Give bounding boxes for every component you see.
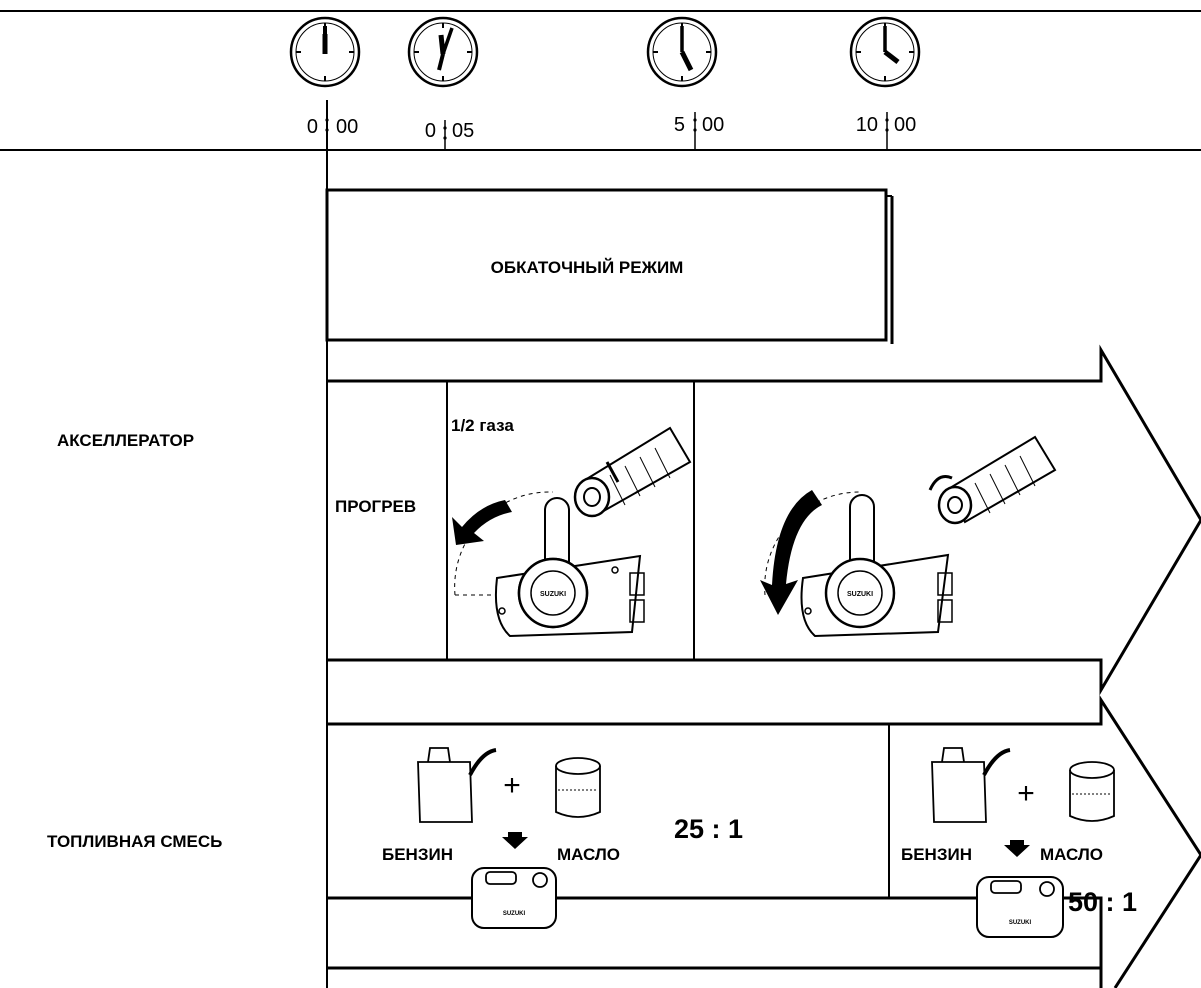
brand-mark: SUZUKI xyxy=(847,591,873,598)
throttle-row-label: АКСЕЛЛЕРАТОР xyxy=(57,431,194,450)
time-hour: 0 xyxy=(307,116,318,138)
time-minute: 00 xyxy=(702,114,724,136)
time-separator-dot xyxy=(693,118,697,122)
clock-icon xyxy=(646,16,718,88)
throttle-lever-illustration: SUZUKI xyxy=(760,435,1057,638)
oil-label: МАСЛО xyxy=(557,845,620,864)
clock-icon xyxy=(849,16,921,88)
time-minute: 00 xyxy=(894,114,916,136)
time-separator-dot xyxy=(693,128,697,132)
warmup-label: ПРОГРЕВ xyxy=(335,497,416,516)
petrol-label: БЕНЗИН xyxy=(382,845,453,864)
break-in-label: ОБКАТОЧНЫЙ РЕЖИМ xyxy=(491,258,684,277)
time-separator-dot xyxy=(885,128,889,132)
time-separator-dot xyxy=(325,118,329,122)
time-minute: 05 xyxy=(452,120,474,142)
time-minute: 00 xyxy=(336,116,358,138)
clock-icon xyxy=(289,16,361,88)
throttle-arrow xyxy=(327,344,1201,696)
time-marker: 0 00 xyxy=(307,112,358,150)
time-separator-dot xyxy=(325,128,329,132)
petrol-can-icon xyxy=(417,747,497,823)
oil-can-icon xyxy=(1069,761,1115,822)
arrow-icon xyxy=(452,500,512,545)
brand-mark: SUZUKI xyxy=(540,591,566,598)
time-hour: 5 xyxy=(674,114,685,136)
oil-label: МАСЛО xyxy=(1040,845,1103,864)
petrol-can-icon xyxy=(931,747,1011,823)
time-marker: 5 00 xyxy=(674,112,724,150)
break-in-box: ОБКАТОЧНЫЙ РЕЖИМ xyxy=(325,188,894,344)
time-separator-dot xyxy=(443,126,447,130)
tank-brand: SUZUKI xyxy=(1009,920,1032,926)
time-marker: 0 05 xyxy=(425,120,474,150)
plus-sign: + xyxy=(503,769,521,802)
down-arrow-icon xyxy=(1004,840,1030,857)
time-hour: 10 xyxy=(856,114,878,136)
down-arrow-icon xyxy=(502,832,528,849)
arrow-icon xyxy=(760,490,822,615)
mix-ratio: 50 : 1 xyxy=(1068,887,1137,917)
time-hour: 0 xyxy=(425,120,436,142)
clock-icon xyxy=(407,16,479,88)
time-separator-dot xyxy=(885,118,889,122)
half-throttle-label: 1/2 газа xyxy=(451,416,514,435)
throttle-lever-illustration: SUZUKI xyxy=(452,426,692,638)
timeline-header: 0 00 0 05 5 00 10 00 xyxy=(0,10,1201,988)
fuel-mix-arrow xyxy=(327,694,1201,988)
tank-brand: SUZUKI xyxy=(503,911,526,917)
time-marker: 10 00 xyxy=(856,112,916,150)
fuel-mix-stage-2: + БЕНЗИН МАСЛО SUZUKI 50 : 1 xyxy=(901,747,1137,938)
oil-can-icon xyxy=(555,757,601,818)
mix-ratio: 25 : 1 xyxy=(674,814,743,844)
fuel-mix-row-label: ТОПЛИВНАЯ СМЕСЬ xyxy=(47,832,222,851)
fuel-tank-icon: SUZUKI xyxy=(976,876,1064,938)
petrol-label: БЕНЗИН xyxy=(901,845,972,864)
fuel-tank-icon: SUZUKI xyxy=(471,867,557,929)
plus-sign: + xyxy=(1017,777,1035,810)
fuel-mix-stage-1: + БЕНЗИН МАСЛО SUZUKI 25 : 1 xyxy=(382,747,743,929)
time-separator-dot xyxy=(443,136,447,140)
